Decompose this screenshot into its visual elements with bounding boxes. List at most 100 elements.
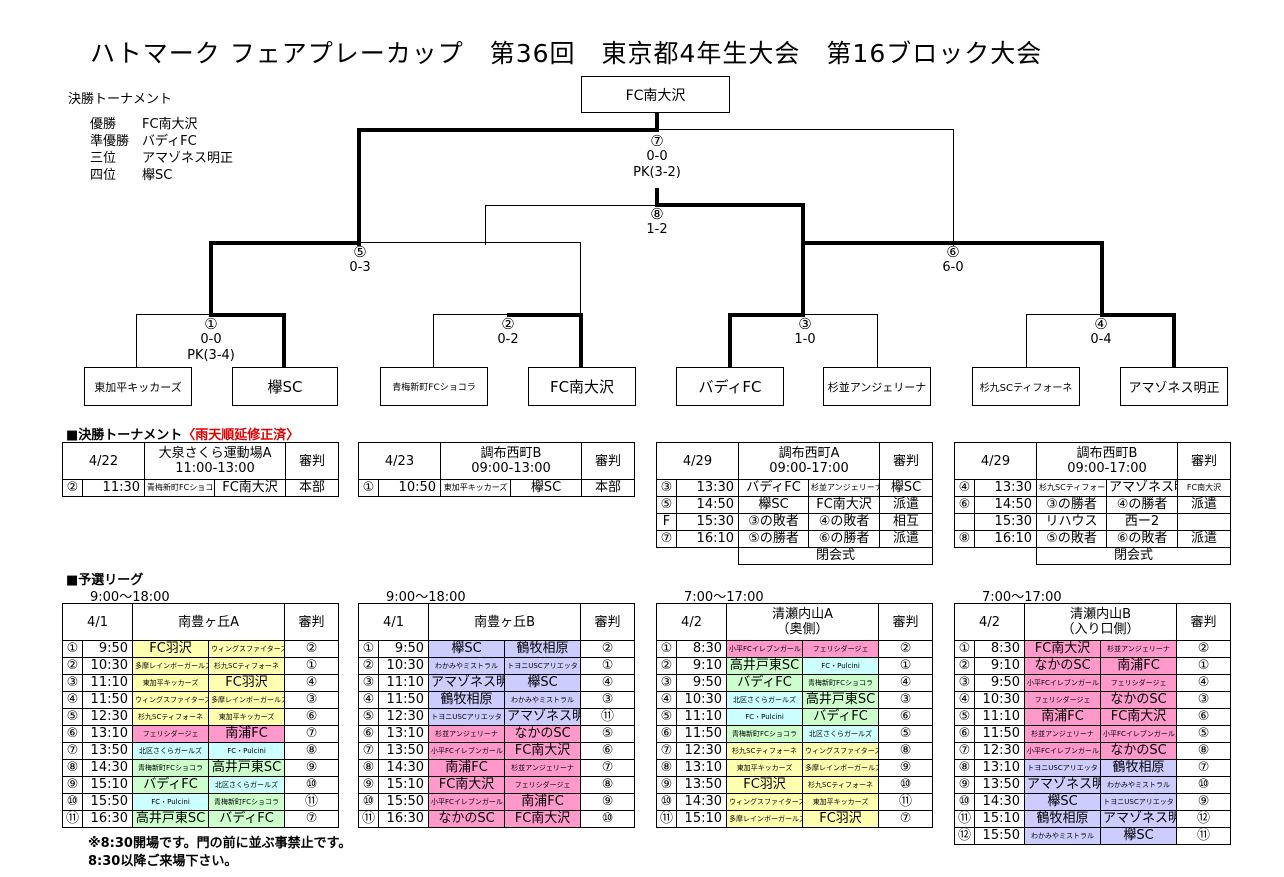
venue-cell: 南豊ヶ丘B xyxy=(428,603,582,641)
result-rank: 四位 xyxy=(90,168,117,183)
match-time: 10:30 xyxy=(81,657,134,675)
date-cell: 4/1 xyxy=(357,603,430,641)
referee: ⑦ xyxy=(284,725,340,743)
home-team: 杉九SCティフォーネ xyxy=(132,708,210,726)
match-no: ⑥ xyxy=(656,725,677,743)
bracket-line xyxy=(801,241,805,315)
away-team: なかのSC xyxy=(1100,742,1178,760)
ref-header: 審判 xyxy=(1177,442,1232,480)
match-no: ③ xyxy=(656,479,677,497)
away-team: 鶴牧相原 xyxy=(1100,759,1178,777)
home-team: ③の勝者 xyxy=(1036,496,1108,514)
bracket-line xyxy=(357,128,361,246)
home-team: フェリシダージェ xyxy=(1024,691,1102,709)
match-time: 13:10 xyxy=(377,725,430,743)
q3-no: ③ xyxy=(798,315,812,333)
away-team: なかのSC xyxy=(1100,691,1178,709)
away-team: 欅SC xyxy=(510,479,583,497)
match-time: 15:30 xyxy=(675,513,740,531)
away-team: 杉九SCティフォーネ xyxy=(802,776,880,794)
match-no: ⑦ xyxy=(358,742,379,760)
match-no: ⑤ xyxy=(656,496,677,514)
match-no: ① xyxy=(358,479,379,497)
referee: 派遣 xyxy=(1177,530,1232,548)
match-no: ④ xyxy=(358,691,379,709)
home-team: 鶴牧相原 xyxy=(428,691,506,709)
away-team: 欅SC xyxy=(1100,827,1178,845)
note-line: ※8:30開場です。門の前に並ぶ事禁止です。 xyxy=(88,836,352,851)
away-team: 多摩レインボーガールズ xyxy=(208,691,286,709)
home-team: 杉九SCティフォーネ xyxy=(726,742,804,760)
match-time: 11:50 xyxy=(675,725,728,743)
match-time: 10:50 xyxy=(377,479,442,497)
semi1-score: 0-3 xyxy=(349,260,371,275)
referee: ① xyxy=(1176,657,1232,675)
referee: ⑤ xyxy=(878,725,934,743)
home-team: FC・Pulcini xyxy=(132,793,210,811)
champion-box: FC南大沢 xyxy=(581,76,730,113)
match-time: 11:10 xyxy=(377,674,430,692)
match-time: 14:50 xyxy=(675,496,740,514)
away-team: わかみやミストラル xyxy=(504,691,582,709)
q3-score: 1-0 xyxy=(794,332,816,347)
match-no: ② xyxy=(62,657,83,675)
match-no: ③ xyxy=(62,674,83,692)
match-no: ① xyxy=(358,640,379,658)
venue-name: 清瀬内山A xyxy=(772,607,833,622)
final-no: ⑦ xyxy=(650,132,664,150)
team-box: 杉並アンジェリーナ xyxy=(823,367,931,406)
away-team: 北区さくらガールズ xyxy=(802,725,880,743)
away-team: FC南大沢 xyxy=(1100,708,1178,726)
bracket-line xyxy=(728,313,732,368)
match-no: ① xyxy=(954,640,975,658)
semi2-no: ⑥ xyxy=(946,243,960,261)
away-team: 多摩レインボーガールズ xyxy=(802,759,880,777)
venue-name: 南豊ヶ丘B xyxy=(474,614,535,630)
q1-score: 0-0 xyxy=(200,332,222,347)
match-time: 13:50 xyxy=(81,742,134,760)
match-time: 15:10 xyxy=(377,776,430,794)
q1-pk: PK(3-4) xyxy=(187,348,235,363)
match-time: 11:10 xyxy=(973,708,1026,726)
referee: ⑪ xyxy=(284,793,340,811)
referee: ⑦ xyxy=(878,810,934,828)
away-team: ウィングスファイターズ xyxy=(208,640,286,658)
bracket-line xyxy=(209,241,361,245)
match-time: 15:50 xyxy=(377,793,430,811)
referee: ⑩ xyxy=(878,776,934,794)
match-no: ⑩ xyxy=(656,793,677,811)
home-team: 東加平キッカーズ xyxy=(132,674,210,692)
match-no: ⑤ xyxy=(954,708,975,726)
match-no: ④ xyxy=(954,479,975,497)
match-time: 15:10 xyxy=(973,810,1026,828)
match-time: 13:50 xyxy=(377,742,430,760)
third-score: 1-2 xyxy=(646,222,668,237)
league-hours: 7:00～17:00 xyxy=(684,590,764,605)
home-team: 東加平キッカーズ xyxy=(726,759,804,777)
match-time: 13:10 xyxy=(81,725,134,743)
home-team: FC南大沢 xyxy=(1024,640,1102,658)
referee: 派遣 xyxy=(879,496,934,514)
home-team: ⑤の敗者 xyxy=(1036,530,1108,548)
referee: ⑩ xyxy=(284,776,340,794)
match-no: ⑦ xyxy=(656,742,677,760)
